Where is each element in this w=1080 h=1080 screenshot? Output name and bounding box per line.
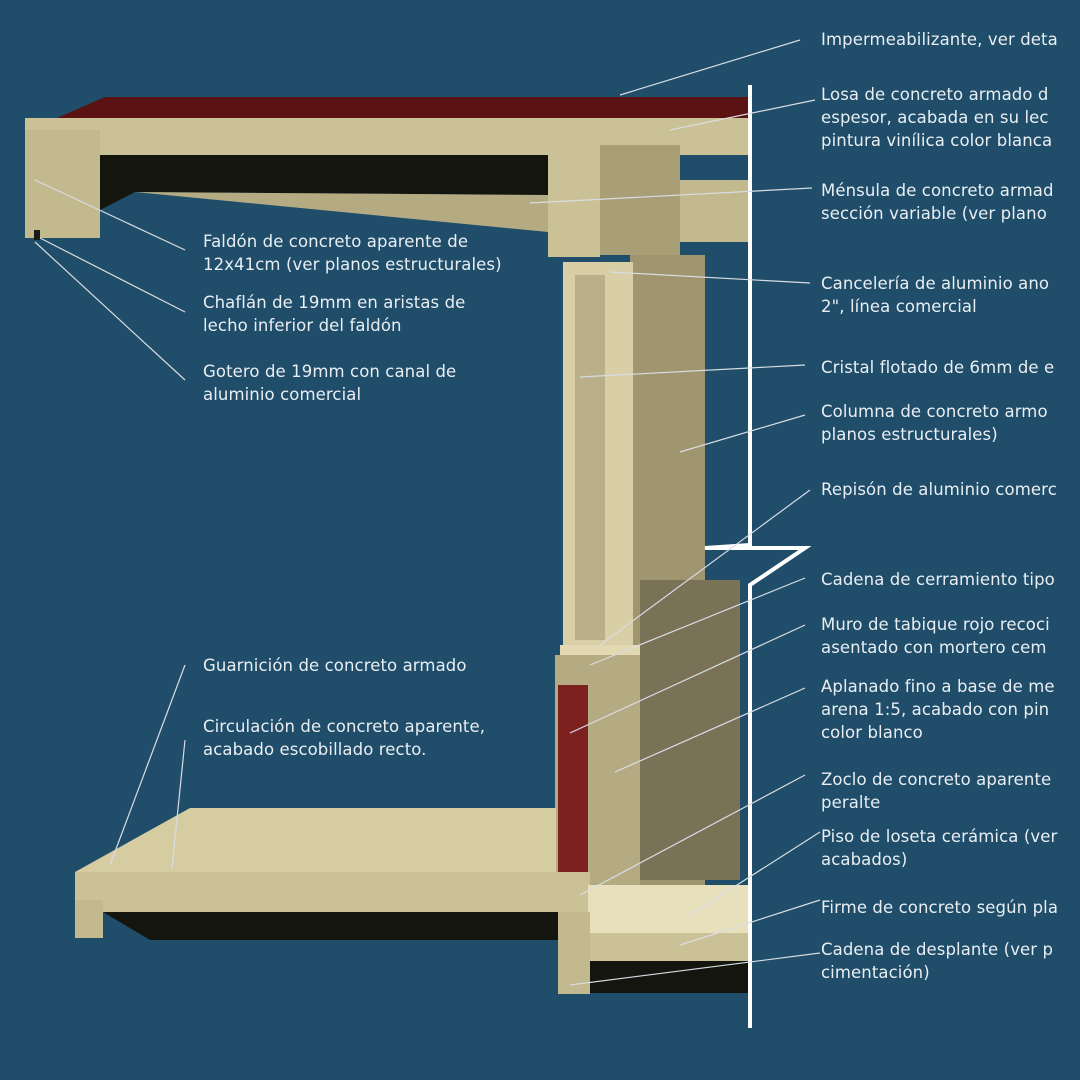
label-chaflan: Chaflán de 19mm en aristas de lecho infer… bbox=[203, 291, 465, 337]
label-canceleria: Cancelería de aluminio ano 2", línea come… bbox=[821, 272, 1049, 318]
waterproofing-layer bbox=[25, 97, 748, 132]
label-line: 12x41cm (ver planos estructurales) bbox=[203, 255, 502, 274]
label-repison: Repisón de aluminio comerc bbox=[821, 478, 1057, 501]
slab-underside bbox=[100, 155, 548, 210]
label-line: Guarnición de concreto armado bbox=[203, 656, 467, 675]
label-line: Losa de concreto armado d bbox=[821, 85, 1049, 104]
label-line: Cristal flotado de 6mm de e bbox=[821, 358, 1055, 377]
label-line: lecho inferior del faldón bbox=[203, 316, 402, 335]
firme bbox=[588, 933, 748, 961]
tile-floor bbox=[588, 885, 748, 933]
label-line: Cadena de desplante (ver p bbox=[821, 940, 1054, 959]
label-line: Chaflán de 19mm en aristas de bbox=[203, 293, 466, 312]
guarnicion-leg bbox=[75, 900, 103, 938]
label-line: Gotero de 19mm con canal de bbox=[203, 362, 457, 381]
label-line: acabado escobillado recto. bbox=[203, 740, 427, 759]
label-line: Cadena de cerramiento tipo bbox=[821, 570, 1055, 589]
foundation-under bbox=[590, 961, 748, 993]
label-line: espesor, acabada en su lec bbox=[821, 108, 1049, 127]
label-line: Faldón de concreto aparente de bbox=[203, 232, 469, 251]
label-line: arena 1:5, acabado con pin bbox=[821, 700, 1050, 719]
label-line: peralte bbox=[821, 793, 881, 812]
label-guarnicion: Guarnición de concreto armado bbox=[203, 654, 467, 677]
beam-side bbox=[600, 145, 680, 255]
label-line: sección variable (ver plano bbox=[821, 204, 1047, 223]
label-mensula: Ménsula de concreto armad sección variabl… bbox=[821, 179, 1054, 225]
glass bbox=[575, 275, 605, 640]
brick-wall bbox=[558, 685, 588, 890]
label-line: Piso de loseta cerámica (ver bbox=[821, 827, 1058, 846]
beam-right bbox=[680, 180, 748, 242]
label-line: Circulación de concreto aparente, bbox=[203, 717, 486, 736]
label-line: Firme de concreto según pla bbox=[821, 898, 1059, 917]
label-faldon: Faldón de concreto aparente de 12x41cm (v… bbox=[203, 230, 502, 276]
label-line: planos estructurales) bbox=[821, 425, 998, 444]
label-zoclo: Zoclo de concreto aparente peralte bbox=[821, 768, 1051, 814]
label-cristal: Cristal flotado de 6mm de e bbox=[821, 356, 1054, 379]
label-line: Cancelería de aluminio ano bbox=[821, 274, 1050, 293]
break-line bbox=[704, 85, 812, 1028]
label-line: Repisón de aluminio comerc bbox=[821, 480, 1057, 499]
leader-lines bbox=[34, 39, 821, 986]
label-piso: Piso de loseta cerámica (ver acabados) bbox=[821, 825, 1057, 871]
label-losa: Losa de concreto armado d espesor, acabad… bbox=[821, 83, 1052, 152]
label-line: Ménsula de concreto armad bbox=[821, 181, 1054, 200]
walkway-top bbox=[75, 808, 556, 872]
label-gotero: Gotero de 19mm con canal de aluminio come… bbox=[203, 360, 456, 406]
label-line: aluminio comercial bbox=[203, 385, 362, 404]
label-line: Zoclo de concreto aparente bbox=[821, 770, 1052, 789]
label-line: 2", línea comercial bbox=[821, 297, 977, 316]
label-line: Muro de tabique rojo recoci bbox=[821, 615, 1050, 634]
label-cadena-cerramiento: Cadena de cerramiento tipo bbox=[821, 568, 1055, 591]
faldon bbox=[25, 130, 100, 238]
foundation bbox=[558, 912, 590, 994]
label-circulacion: Circulación de concreto aparente, acabado… bbox=[203, 715, 485, 761]
drip-groove bbox=[34, 230, 40, 240]
label-line: pintura vinílica color blanca bbox=[821, 131, 1053, 150]
label-aplanado: Aplanado fino a base de me arena 1:5, aca… bbox=[821, 675, 1055, 744]
walkway-front bbox=[75, 872, 590, 912]
label-line: Aplanado fino a base de me bbox=[821, 677, 1055, 696]
label-line: asentado con mortero cem bbox=[821, 638, 1047, 657]
label-muro: Muro de tabique rojo recoci asentado con … bbox=[821, 613, 1050, 659]
label-line: color blanco bbox=[821, 723, 923, 742]
label-line: cimentación) bbox=[821, 963, 930, 982]
label-line: acabados) bbox=[821, 850, 908, 869]
wall-side bbox=[640, 580, 740, 880]
label-firme: Firme de concreto según pla bbox=[821, 896, 1058, 919]
label-cadena-desplante: Cadena de desplante (ver p cimentación) bbox=[821, 938, 1053, 984]
label-line: Impermeabilizante, ver deta bbox=[821, 30, 1058, 49]
label-columna: Columna de concreto armo planos estructur… bbox=[821, 400, 1048, 446]
label-line: Columna de concreto armo bbox=[821, 402, 1048, 421]
label-impermeabilizante: Impermeabilizante, ver deta bbox=[821, 28, 1058, 51]
walkway-underside bbox=[103, 912, 560, 940]
mensula bbox=[135, 192, 548, 232]
